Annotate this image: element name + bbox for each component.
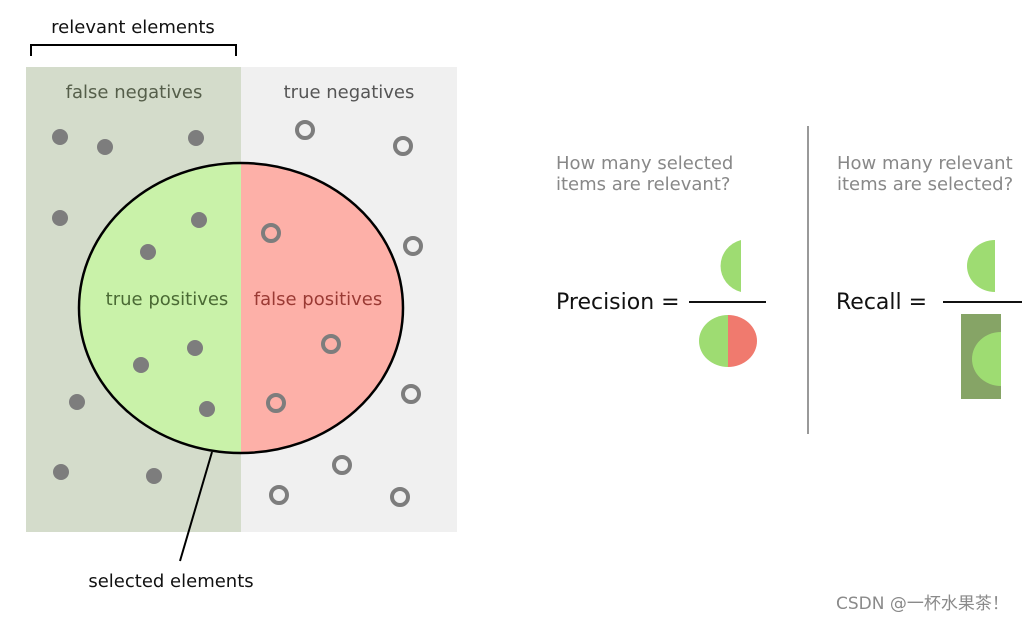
true-negatives-label: true negatives xyxy=(284,82,415,103)
false-positive-area xyxy=(241,163,403,453)
relevant-dot xyxy=(191,212,207,228)
relevant-dot xyxy=(187,340,203,356)
irrelevant-items xyxy=(261,120,423,507)
relevant-dot xyxy=(69,394,85,410)
relevant-dot xyxy=(140,244,156,260)
irrelevant-dot xyxy=(266,393,286,413)
irrelevant-dot xyxy=(332,455,352,475)
true-positive-area xyxy=(79,163,241,453)
relevant-dot xyxy=(199,401,215,417)
selected-elements-label: selected elements xyxy=(88,571,253,592)
relevant-dot xyxy=(97,139,113,155)
recall-denominator-tp-icon xyxy=(972,332,1001,386)
recall-question-line2: items are selected? xyxy=(837,174,1013,195)
relevant-dot xyxy=(52,129,68,145)
irrelevant-dot xyxy=(321,334,341,354)
recall-label: Recall = xyxy=(836,290,927,315)
relevant-dot xyxy=(52,210,68,226)
precision-denominator-green-icon xyxy=(699,315,728,367)
precision-numerator-icon xyxy=(720,240,741,292)
precision-question-line1: How many selected xyxy=(556,153,733,174)
irrelevant-dot xyxy=(393,136,413,156)
relevant-dot xyxy=(188,130,204,146)
relevant-dot xyxy=(53,464,69,480)
relevant-elements-label: relevant elements xyxy=(51,17,215,38)
recall-question-line1: How many relevant xyxy=(837,153,1013,174)
irrelevant-dot xyxy=(261,223,281,243)
false-positives-label: false positives xyxy=(254,289,383,310)
relevant-items xyxy=(52,129,215,484)
irrelevant-dot xyxy=(401,384,421,404)
relevant-dot xyxy=(133,357,149,373)
watermark: CSDN @一杯水果茶！ xyxy=(836,594,1009,614)
recall-numerator-icon xyxy=(967,240,995,292)
selected-elements-circle xyxy=(77,161,405,455)
precision-question-line2: items are relevant? xyxy=(556,174,730,195)
precision-denominator-red-icon xyxy=(728,315,757,367)
irrelevant-dot xyxy=(269,485,289,505)
irrelevant-dot xyxy=(295,120,315,140)
relevant-bracket xyxy=(30,44,237,56)
relevant-dot xyxy=(146,468,162,484)
irrelevant-dot xyxy=(403,236,423,256)
true-positives-label: true positives xyxy=(106,289,229,310)
false-negatives-label: false negatives xyxy=(66,82,203,103)
selected-pointer-line xyxy=(179,451,213,562)
precision-label: Precision = xyxy=(556,290,680,315)
irrelevant-dot xyxy=(390,487,410,507)
